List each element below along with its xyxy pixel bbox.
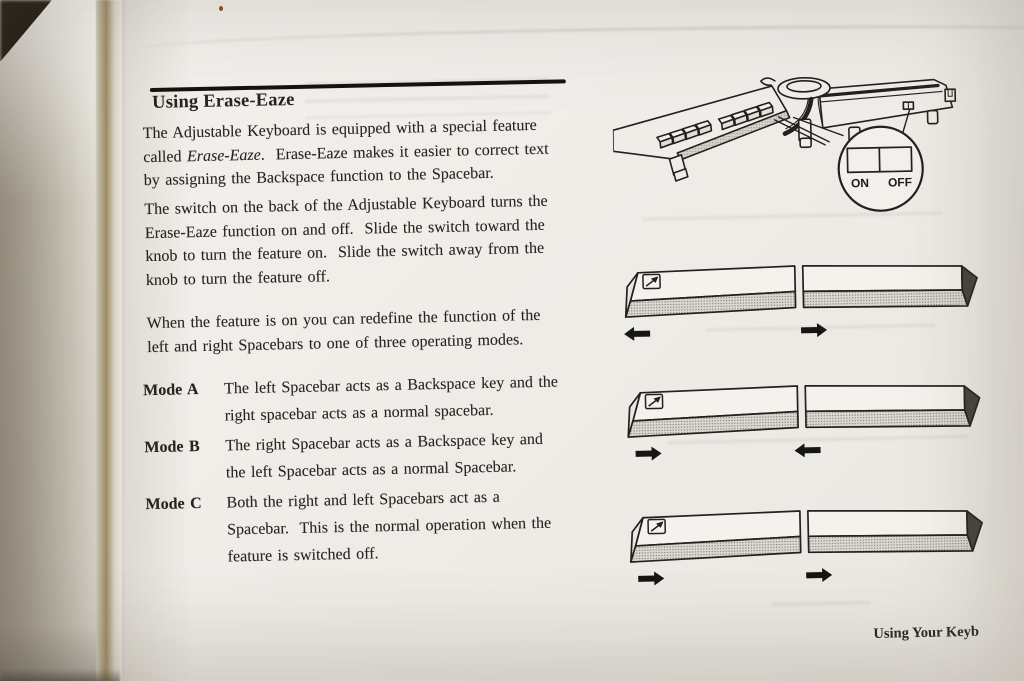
mode-c-text: Both the right and left Spacebars act as… (226, 483, 552, 571)
paragraph-modes-intro: When the feature is on you can redefine … (147, 304, 542, 359)
keycap-cluster (717, 101, 774, 131)
mode-a-label: Mode A (143, 381, 199, 400)
right-spacebar-arrow (801, 327, 819, 334)
mode-b-entry: Mode B The right Spacebar acts as a Back… (144, 426, 544, 488)
paragraph-intro: The Adjustable Keyboard is equipped with… (143, 114, 550, 193)
mode-c-spacebar-diagram (621, 505, 998, 599)
running-footer: Using Your Keyb (873, 623, 980, 642)
gutter-shadow (122, 0, 192, 681)
mode-c-label: Mode C (145, 495, 202, 514)
erase-eaze-icon (644, 393, 664, 410)
mode-b-text: The right Spacebar acts as a Backspace k… (225, 426, 544, 487)
left-spacebar-arrow (635, 450, 653, 457)
paragraph-switch: The switch on the back of the Adjustable… (144, 190, 549, 292)
left-spacebar-arrow (638, 575, 656, 582)
section-title: Using Erase-Eaze (151, 89, 295, 113)
adjustable-keyboard-drawing: ON OFF (612, 76, 957, 212)
spacebar-pair-drawing (624, 265, 978, 318)
bleed-through-text (770, 601, 872, 616)
mode-b-spacebar-diagram (618, 380, 995, 474)
mode-c-entry: Mode C Both the right and left Spacebars… (145, 483, 552, 572)
keycap-cluster (656, 120, 713, 149)
mode-b-label: Mode B (144, 438, 200, 457)
spacebar-pair-drawing (630, 509, 983, 563)
spacebar-pair-drawing (627, 384, 981, 438)
keyboard-illustration: ON OFF (612, 69, 970, 221)
text-line: the left Spacebar acts as a normal Space… (225, 458, 517, 482)
switch-off-label: OFF (888, 175, 912, 189)
right-spacebar-arrow (806, 572, 824, 579)
book-gutter (96, 0, 126, 681)
text-line: right spacebar acts as a normal spacebar… (224, 401, 494, 425)
book-page-stack (0, 0, 104, 681)
left-spacebar-arrow (633, 330, 651, 337)
erase-eaze-italic: Erase-Eaze (186, 146, 261, 165)
bottom-shadow (0, 669, 120, 681)
mode-a-text: The left Spacebar acts as a Backspace ke… (224, 369, 559, 430)
mode-a-entry: Mode A The left Spacebar acts as a Backs… (143, 369, 559, 432)
text-line: feature is switched off. (227, 545, 379, 566)
paper-speck (219, 6, 223, 11)
switch-on-label: ON (851, 176, 869, 190)
erase-eaze-icon (647, 518, 667, 535)
text-segment: . Erase-Eaze makes it easier to correct … (260, 140, 549, 164)
text-segment: called (143, 147, 188, 166)
erase-eaze-icon (642, 273, 661, 290)
switch-detail-circle: ON OFF (792, 109, 924, 212)
right-spacebar-arrow (803, 447, 821, 454)
mode-a-spacebar-diagram (616, 260, 993, 354)
